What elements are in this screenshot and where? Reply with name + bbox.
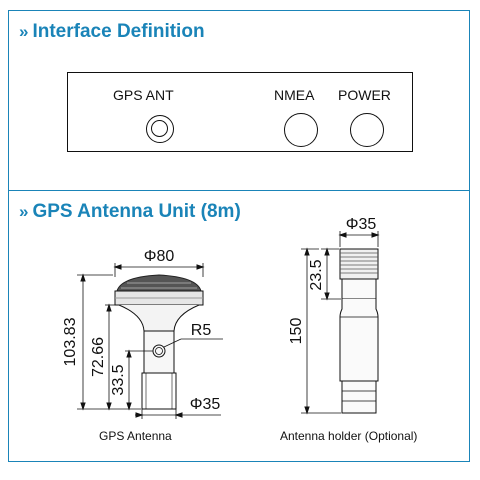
nmea-label: NMEA	[274, 87, 315, 103]
interface-definition-section: » Interface Definition GPS ANT NMEA POWE…	[8, 10, 470, 190]
interface-definition-heading: Interface Definition	[32, 21, 205, 42]
holder-diameter-label: Φ35	[346, 216, 377, 233]
interface-panel: GPS ANT NMEA POWER	[67, 72, 413, 152]
double-chevron-icon: »	[19, 202, 29, 221]
power-label: POWER	[338, 87, 391, 103]
holder-length-label: 150	[288, 318, 305, 345]
antenna-neck	[118, 304, 200, 332]
gps-ant-label: GPS ANT	[113, 87, 174, 103]
gps-ant-connector	[146, 115, 174, 143]
antenna-radius-label: R5	[191, 322, 212, 339]
interface-definition-title: » Interface Definition	[19, 21, 205, 43]
double-chevron-icon: »	[19, 22, 29, 41]
holder-base	[341, 380, 377, 414]
antenna-total-height-label: 103.83	[62, 317, 79, 366]
antenna-top-diameter-label: Φ80	[144, 248, 175, 265]
holder-thread	[339, 248, 379, 280]
gps-antenna-caption: GPS Antenna	[99, 429, 172, 443]
antenna-mount-tube	[141, 372, 177, 410]
holder-thread-length-label: 23.5	[308, 259, 325, 290]
antenna-bottom-diameter-label: Φ35	[190, 396, 221, 413]
gps-antenna-unit-heading: GPS Antenna Unit (8m)	[32, 201, 241, 222]
holder-body	[339, 299, 379, 382]
gps-ant-connector-inner	[151, 120, 168, 137]
antenna-hole-height-label: 33.5	[110, 364, 127, 395]
gps-antenna-unit-title: » GPS Antenna Unit (8m)	[19, 201, 241, 223]
antenna-mid-height-label: 72.66	[90, 337, 107, 377]
antenna-holder-caption: Antenna holder (Optional)	[280, 429, 418, 443]
antenna-drawings: Φ80 103.83 72.66 33.5 R5 Φ35 Φ35 23.5 15…	[62, 216, 380, 419]
gps-antenna-unit-section: » GPS Antenna Unit (8m)	[8, 190, 470, 462]
nmea-connector	[284, 113, 318, 147]
power-connector	[350, 113, 384, 147]
antenna-stem	[143, 330, 175, 374]
holder-shoulder	[341, 278, 377, 300]
